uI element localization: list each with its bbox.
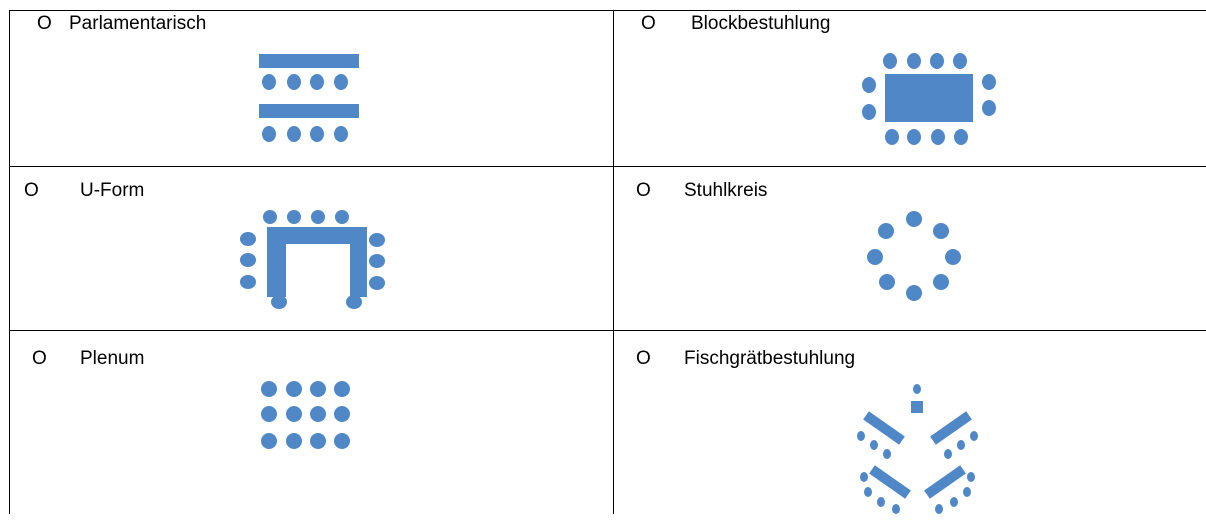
table-top-border	[9, 10, 1206, 11]
block-seating-icon	[862, 53, 996, 145]
radio-option-circle[interactable]: O	[636, 348, 651, 369]
table-left-border	[9, 10, 10, 514]
column-divider	[613, 10, 614, 514]
option-parlamentarisch[interactable]: O Parlamentarisch	[9, 10, 613, 166]
plenum-seating-icon	[261, 381, 350, 449]
option-label: U-Form	[80, 180, 145, 201]
option-label: Stuhlkreis	[684, 180, 768, 201]
option-label: Plenum	[80, 348, 145, 369]
option-label: Blockbestuhlung	[691, 13, 831, 34]
option-plenum[interactable]: O Plenum	[9, 331, 613, 514]
option-blockbestuhlung[interactable]: O Blockbestuhlung	[614, 10, 1206, 166]
option-fischgraetbestuhlung[interactable]: O Fischgrätbestuhlung	[614, 331, 1206, 514]
row-divider	[9, 166, 1206, 167]
chair-circle-icon	[867, 211, 961, 301]
option-label: Fischgrätbestuhlung	[684, 348, 856, 369]
u-shape-seating-icon	[240, 210, 385, 309]
row-divider	[9, 330, 1206, 331]
radio-option-circle[interactable]: O	[37, 13, 52, 34]
radio-option-circle[interactable]: O	[24, 180, 39, 201]
option-stuhlkreis[interactable]: O Stuhlkreis	[614, 167, 1206, 330]
herringbone-seating-icon	[857, 384, 978, 514]
parliament-seating-icon	[259, 54, 359, 142]
radio-option-circle[interactable]: O	[641, 13, 656, 34]
radio-option-circle[interactable]: O	[636, 180, 651, 201]
seating-options-table: O Parlamentarisch O Blockbestuhlung	[9, 10, 1206, 514]
option-label: Parlamentarisch	[69, 13, 207, 34]
radio-option-circle[interactable]: O	[32, 348, 47, 369]
option-u-form[interactable]: O U-Form	[9, 167, 613, 330]
